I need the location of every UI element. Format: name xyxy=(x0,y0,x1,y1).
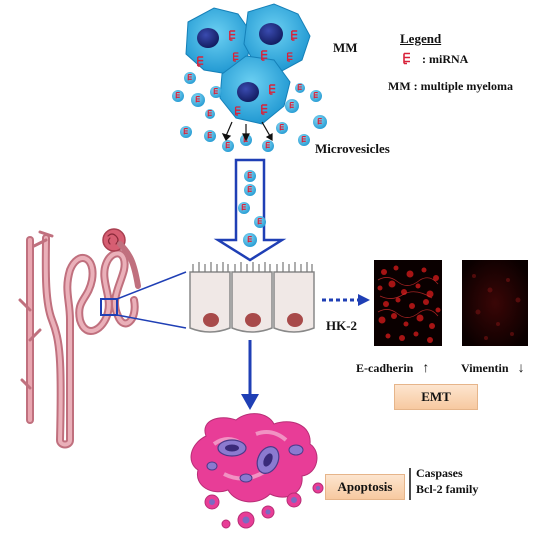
vesicle xyxy=(310,90,322,102)
mm-label: MM xyxy=(333,40,358,56)
vesicle xyxy=(204,130,216,142)
fragmented-nucleus xyxy=(240,474,252,482)
legend-mm-label: MM : multiple myeloma xyxy=(388,79,513,94)
apoptotic-body xyxy=(287,493,301,507)
apoptotic-body xyxy=(262,506,274,518)
arrow-down-icon: ↓ xyxy=(518,361,525,376)
vimentin-text: Vimentin xyxy=(461,361,509,375)
hk2-label: HK-2 xyxy=(326,318,357,334)
vimentin-micrograph xyxy=(462,260,528,346)
vesicle xyxy=(276,122,288,134)
arrow-up-icon: ↑ xyxy=(422,361,429,376)
vesicle xyxy=(191,93,205,107)
fragmented-nucleus xyxy=(207,462,217,470)
vesicle xyxy=(243,233,257,247)
dotted-arrow xyxy=(322,294,370,306)
fragmented-nucleus xyxy=(289,445,303,455)
vesicle xyxy=(285,99,299,113)
vesicle xyxy=(313,115,327,129)
caspases-label: Caspases xyxy=(416,466,463,481)
ecadherin-label: E-cadherin ↑ xyxy=(356,361,429,377)
nucleus-icon xyxy=(259,23,283,45)
nucleus-icon xyxy=(245,313,261,327)
apoptotic-body xyxy=(205,495,219,509)
vesicle xyxy=(295,83,305,93)
nucleus-icon xyxy=(203,313,219,327)
vesicle xyxy=(222,140,234,152)
apoptosis-box: Apoptosis xyxy=(325,474,405,500)
vesicle xyxy=(205,109,215,119)
microvesicles-label: Microvesicles xyxy=(315,141,390,157)
apoptotic-body xyxy=(222,520,230,528)
vesicle xyxy=(184,72,196,84)
ecadherin-micrograph xyxy=(374,260,442,346)
nucleus-icon xyxy=(197,28,219,48)
vesicle xyxy=(172,90,184,102)
vesicle xyxy=(244,184,256,196)
vimentin-label: Vimentin ↓ xyxy=(461,361,525,377)
vesicle xyxy=(210,86,222,98)
bcl2-label: Bcl-2 family xyxy=(416,482,478,497)
apoptotic-body xyxy=(238,512,254,528)
emt-box: EMT xyxy=(394,384,478,410)
apoptosis-arrow xyxy=(241,340,259,410)
apoptotic-cells xyxy=(191,414,323,528)
vesicle xyxy=(262,140,274,152)
vesicle-transport-arrow xyxy=(218,160,282,260)
vesicle xyxy=(244,170,256,182)
vesicle xyxy=(254,216,266,228)
ecadherin-text: E-cadherin xyxy=(356,361,413,375)
nucleus-icon xyxy=(287,313,303,327)
legend-mirna-icon xyxy=(404,54,410,64)
vesicle xyxy=(180,126,192,138)
nephron-illustration xyxy=(20,229,138,445)
hk2-cells xyxy=(190,262,314,332)
legend-mirna-label: : miRNA xyxy=(422,52,468,67)
apoptotic-body xyxy=(313,483,323,493)
release-arrows xyxy=(223,122,272,140)
vesicle xyxy=(238,202,250,214)
vesicle xyxy=(298,134,310,146)
legend-title: Legend xyxy=(400,31,441,47)
nucleus-icon xyxy=(237,82,259,102)
